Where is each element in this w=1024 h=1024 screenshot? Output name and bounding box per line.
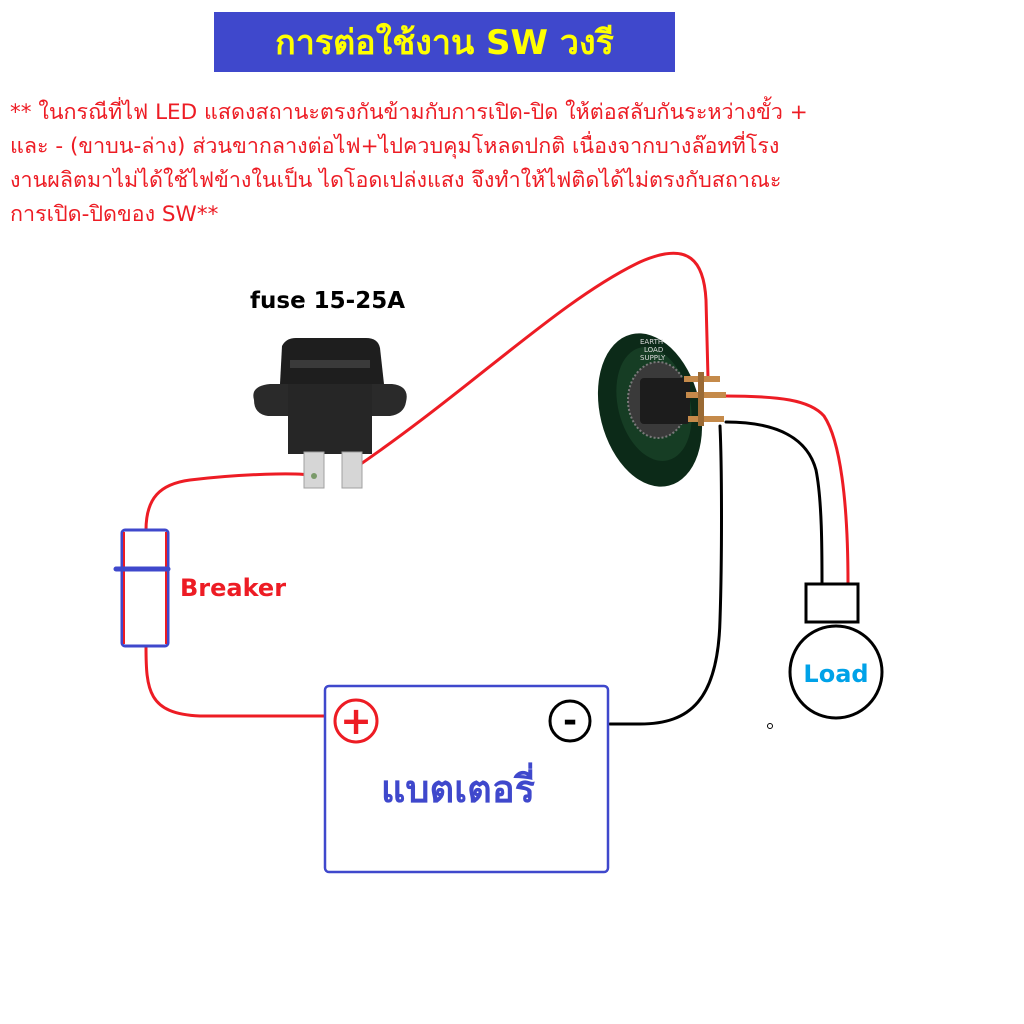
battery-positive-terminal <box>333 698 379 744</box>
switch-terminal-earth <box>688 416 724 422</box>
stray-dot <box>767 723 773 729</box>
oval-switch: EARTH LOAD SUPPLY <box>597 333 726 487</box>
title-banner: การต่อใช้งาน SW วงรี <box>214 12 675 72</box>
wire-fuse-to-switch-supply <box>350 251 710 472</box>
wire-switch-earth-to-battery <box>608 424 723 726</box>
switch-terminal-post <box>698 372 704 426</box>
load-label: Load <box>803 660 868 688</box>
breaker-body <box>120 528 170 648</box>
wire-breaker-to-battery <box>144 644 332 718</box>
fuse-holder: fuse 15-25A <box>250 288 407 489</box>
positive-wires <box>144 251 850 718</box>
load: Load <box>767 582 884 729</box>
wire-switch-to-load <box>724 420 824 586</box>
battery-negative-terminal <box>548 699 592 743</box>
wire-switch-load-to-load <box>722 394 850 586</box>
battery: + - แบตเตอรี่ <box>323 684 610 874</box>
note-line-4: การเปิด-ปิดของ SW** <box>10 202 219 227</box>
fuse-label: fuse 15-25A <box>250 288 405 314</box>
warning-note: ** ในกรณีที่ไฟ LED แสดงสถานะตรงกันข้ามกั… <box>10 96 1010 232</box>
battery-body <box>323 684 610 874</box>
switch-terminal-load <box>686 392 726 398</box>
breaker-label: Breaker <box>180 574 286 602</box>
note-line-1: ** ในกรณีที่ไฟ LED แสดงสถานะตรงกันข้ามกั… <box>10 100 808 125</box>
fuse-terminal-dot <box>311 473 317 479</box>
switch-earth-label: EARTH <box>640 338 663 346</box>
breaker: Breaker <box>113 528 286 648</box>
battery-positive-sign: + <box>340 699 372 743</box>
note-line-2: และ - (ขาบน-ล่าง) ส่วนขากลางต่อไฟ+ไปควบค… <box>10 134 780 159</box>
switch-load-label: LOAD <box>644 346 663 354</box>
load-body <box>788 624 884 720</box>
battery-label: แบตเตอรี่ <box>381 762 536 811</box>
page-title: การต่อใช้งาน SW วงรี <box>275 23 614 63</box>
wire-fuse-to-breaker <box>144 472 316 532</box>
negative-wires <box>608 420 824 726</box>
battery-negative-sign: - <box>563 701 577 741</box>
fuse-cover-ridge <box>290 360 370 368</box>
switch-nut <box>640 378 690 424</box>
fuse-terminal-right <box>341 451 363 489</box>
fuse-body <box>288 384 372 454</box>
note-line-3: งานผลิตมาไม่ได้ใช้ไฟข้างในเป็น ไดโอดเปล่… <box>10 168 782 193</box>
fuse-terminal-left <box>303 451 325 489</box>
switch-supply-label: SUPPLY <box>640 354 666 362</box>
load-connector <box>804 582 860 624</box>
